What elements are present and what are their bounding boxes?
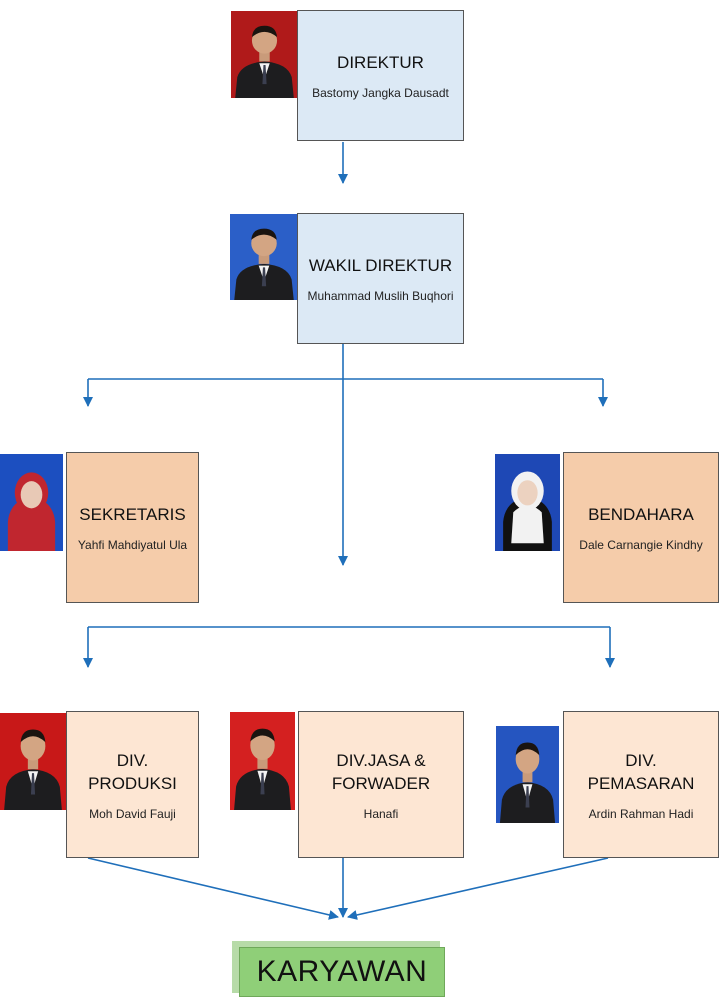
produksi-title-line1: DIV. bbox=[117, 749, 149, 772]
bendahara-name: Dale Carnangie Kindhy bbox=[579, 538, 702, 552]
portrait-graphic bbox=[496, 726, 559, 823]
portrait-graphic bbox=[495, 454, 560, 551]
pemasaran-name: Ardin Rahman Hadi bbox=[589, 807, 694, 821]
sekretaris-title: SEKRETARIS bbox=[79, 503, 185, 526]
sekretaris-box: SEKRETARIS Yahfi Mahdiyatul Ula bbox=[66, 452, 199, 603]
arrow-pemasaran-to-karyawan bbox=[348, 858, 608, 917]
pemasaran-title-line1: DIV. bbox=[625, 749, 657, 772]
wakil-direktur-name: Muhammad Muslih Buqhori bbox=[307, 289, 453, 303]
wakil-direktur-title: WAKIL DIREKTUR bbox=[309, 254, 452, 277]
jasa-box: DIV.JASA & FORWADER Hanafi bbox=[298, 711, 464, 858]
bendahara-box: BENDAHARA Dale Carnangie Kindhy bbox=[563, 452, 719, 603]
karyawan-box: KARYAWAN bbox=[239, 947, 445, 997]
jasa-name: Hanafi bbox=[364, 807, 399, 821]
produksi-box: DIV. PRODUKSI Moh David Fauji bbox=[66, 711, 199, 858]
pemasaran-photo bbox=[496, 726, 559, 823]
pemasaran-box: DIV. PEMASARAN Ardin Rahman Hadi bbox=[563, 711, 719, 858]
bendahara-photo bbox=[495, 454, 560, 551]
bendahara-title: BENDAHARA bbox=[588, 503, 694, 526]
portrait-graphic bbox=[0, 713, 66, 810]
jasa-title-line2: FORWADER bbox=[332, 772, 430, 795]
direktur-box: DIREKTUR Bastomy Jangka Dausadt bbox=[297, 10, 464, 141]
sekretaris-name: Yahfi Mahdiyatul Ula bbox=[78, 538, 187, 552]
portrait-graphic bbox=[231, 11, 298, 98]
jasa-title-line1: DIV.JASA & bbox=[336, 749, 425, 772]
portrait-graphic bbox=[0, 454, 63, 551]
pemasaran-title-line2: PEMASARAN bbox=[588, 772, 695, 795]
direktur-title: DIREKTUR bbox=[337, 51, 424, 74]
sekretaris-photo bbox=[0, 454, 63, 551]
wakil-direktur-box: WAKIL DIREKTUR Muhammad Muslih Buqhori bbox=[297, 213, 464, 344]
direktur-photo bbox=[231, 11, 298, 98]
jasa-photo bbox=[230, 712, 295, 810]
wakil-direktur-photo bbox=[230, 214, 298, 300]
produksi-name: Moh David Fauji bbox=[89, 807, 176, 821]
arrow-produksi-to-karyawan bbox=[88, 858, 338, 917]
portrait-graphic bbox=[230, 712, 295, 810]
produksi-photo bbox=[0, 713, 66, 810]
portrait-graphic bbox=[230, 214, 298, 300]
direktur-name: Bastomy Jangka Dausadt bbox=[312, 86, 449, 100]
produksi-title-line2: PRODUKSI bbox=[88, 772, 177, 795]
